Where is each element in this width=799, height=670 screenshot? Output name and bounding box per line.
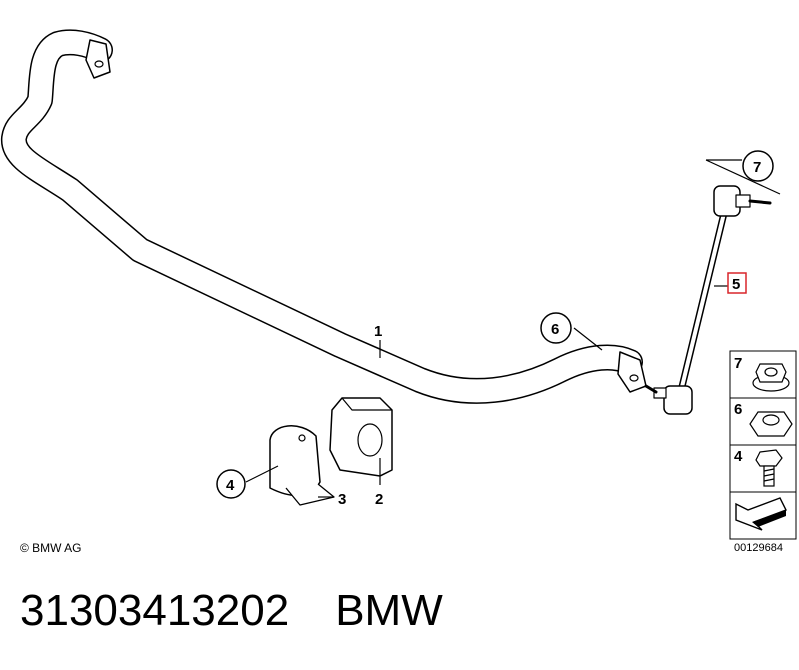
drawing-number: 00129684 [734, 542, 783, 554]
callout-5: 5 [727, 272, 747, 294]
part-number-footer: 31303413202 BMW [20, 586, 443, 636]
stabilizer-bar [1, 29, 647, 404]
svg-text:6: 6 [551, 321, 559, 338]
callout-6: 6 [540, 312, 572, 344]
legend-item-hex-nut: 6 [734, 401, 793, 437]
callout-4: 4 [216, 469, 246, 499]
svg-text:5: 5 [732, 276, 740, 293]
callout-1: 1 [374, 323, 382, 340]
hex-bolt-icon [755, 449, 783, 487]
bearing-bracket [269, 425, 335, 506]
callout-3: 3 [338, 491, 346, 508]
svg-text:7: 7 [753, 159, 761, 176]
flange-nut-icon [752, 363, 790, 392]
svg-text:3: 3 [338, 491, 346, 508]
legend-item-flange-nut: 7 [734, 355, 790, 392]
part-number: 31303413202 [20, 586, 290, 635]
callout-7: 7 [742, 150, 774, 182]
callout-2: 2 [375, 491, 383, 508]
fastener-legend: 7 6 4 [729, 350, 797, 540]
stabilizer-link [644, 185, 772, 415]
hex-nut-icon [749, 411, 793, 437]
leader-lines [245, 159, 781, 498]
svg-text:1: 1 [374, 323, 382, 340]
svg-text:7: 7 [734, 355, 742, 372]
legend-item-hex-bolt: 4 [734, 448, 783, 487]
copyright-text: © BMW AG [20, 541, 82, 555]
brand-name: BMW [335, 586, 443, 635]
svg-text:2: 2 [375, 491, 383, 508]
svg-text:4: 4 [226, 477, 235, 494]
svg-text:6: 6 [734, 401, 742, 418]
direction-arrow-icon [735, 497, 787, 531]
svg-text:4: 4 [734, 448, 743, 465]
rubber-bearing [329, 397, 393, 477]
